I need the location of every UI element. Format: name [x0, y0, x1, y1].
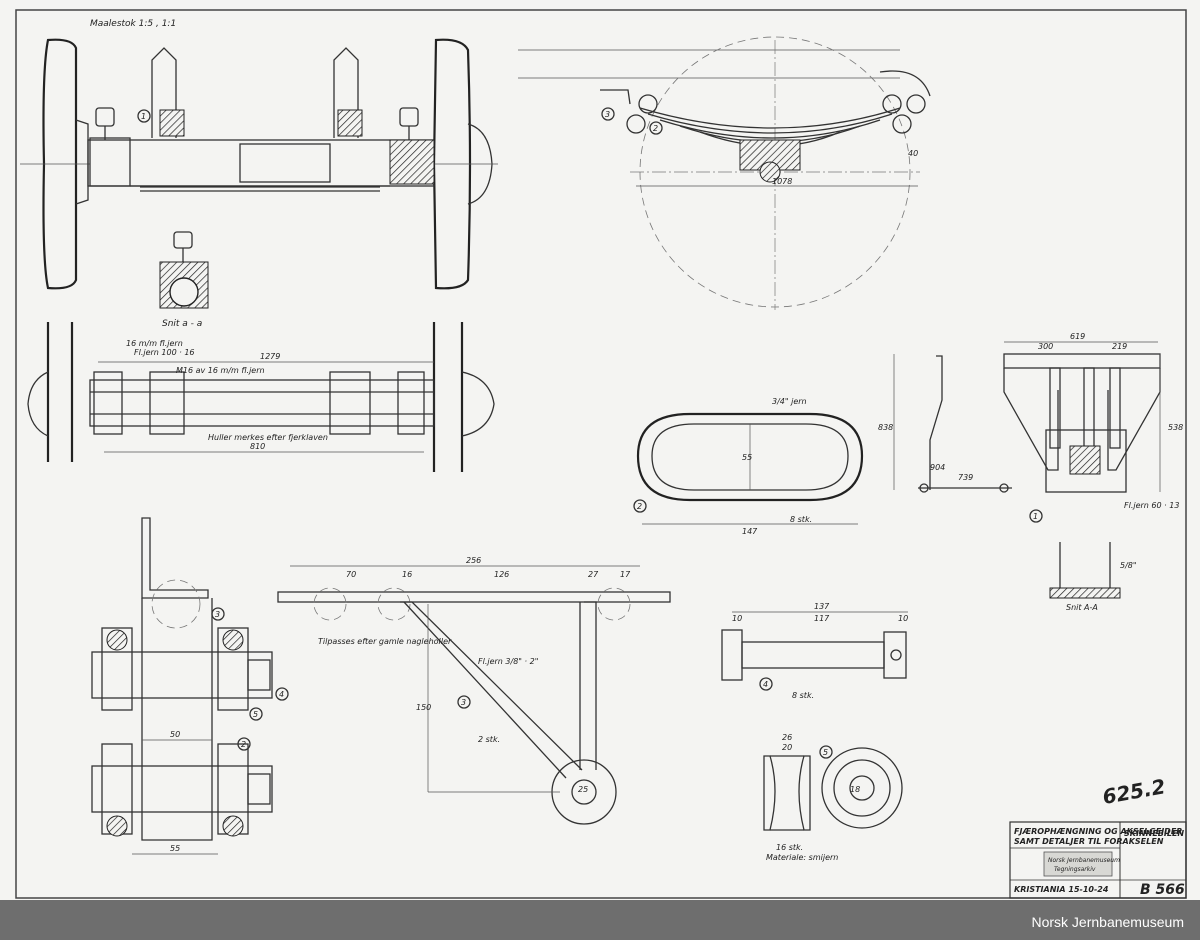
- part-mark-3b: 3: [215, 610, 220, 619]
- bracket-detail: 619 300 219 538 838 904 739 Fl.jern 60 ·…: [878, 332, 1183, 612]
- dim-147: 147: [742, 527, 758, 536]
- sheet-border: [15, 9, 1187, 899]
- section-aa-label: Snit a - a: [162, 319, 202, 329]
- note-flatiron-60: Fl.jern 60 · 13: [1124, 501, 1179, 510]
- dim-20: 20: [782, 743, 792, 752]
- dim-538: 538: [1168, 423, 1183, 432]
- stamp-line-2: Tegningsarkiv: [1054, 866, 1096, 873]
- dim-300: 300: [1038, 342, 1053, 351]
- note-qty-8: 8 stk.: [790, 515, 812, 524]
- technical-drawing: Maalestok 1:5 , 1:1 1: [15, 9, 1187, 899]
- part-mark-1b: 1: [1033, 512, 1038, 521]
- dim-17: 17: [620, 570, 631, 579]
- dim-126: 126: [494, 570, 509, 579]
- note-flatiron-bracket: Fl.jern 3/8" · 2": [478, 657, 538, 666]
- archive-number: 625.2: [1101, 774, 1167, 809]
- dim-40: 40: [908, 149, 918, 158]
- part-mark-1: 1: [141, 112, 146, 121]
- dim-150: 150: [416, 703, 431, 712]
- note-holes: Huller merkes efter fjerklaven: [208, 433, 328, 442]
- note-bolt-size: 5/8": [1120, 561, 1137, 570]
- note-bore: Tilpasses efter gamle naglehoIler: [318, 637, 452, 646]
- dim-55: 55: [742, 453, 752, 462]
- part-mark-4b: 4: [763, 680, 768, 689]
- dim-810: 810: [250, 442, 265, 451]
- stamp-line-1: Norsk Jernbanemuseum: [1048, 857, 1120, 864]
- part-mark-5a: 5: [253, 710, 258, 719]
- section-AA-label: Snit A-A: [1066, 603, 1098, 612]
- spring-side-view: 1078 40 3 2: [518, 36, 931, 310]
- note-flatiron-16: 16 m/m fl.jern: [126, 339, 183, 348]
- dim-256: 256: [466, 556, 481, 565]
- dim-619: 619: [1070, 332, 1085, 341]
- note-material: Materiale: smijern: [766, 853, 838, 862]
- title-line-1: FJÆROPHÆNGNING OG AKSELGEIDER: [1014, 827, 1182, 836]
- part-mark-2b: 2: [637, 502, 642, 511]
- dim-27: 27: [588, 570, 599, 579]
- dim-70: 70: [346, 570, 356, 579]
- oval-ring-detail: 55 147 3/4" jern 8 stk. 2: [633, 397, 864, 536]
- roller-detail: 26 20 18 5 16 stk. Materiale: smijern: [763, 733, 903, 862]
- dim-739: 739: [958, 473, 973, 482]
- section-a-a-view: Snit a - a: [159, 231, 209, 329]
- part-mark-4a: 4: [279, 690, 284, 699]
- shackle-assembly-detail: 50 55 3 4 5 2: [91, 517, 289, 855]
- title-block: FJÆROPHÆNGNING OG AKSELGEIDER SAMT DETAL…: [1009, 821, 1187, 899]
- note-qty-8b: 8 stk.: [792, 691, 814, 700]
- note-bolt: M16 av 16 m/m fl.jern: [176, 366, 265, 375]
- drawing-number: B 566: [1140, 882, 1185, 898]
- part-mark-3a: 3: [605, 110, 610, 119]
- dim-10a: 10: [732, 614, 742, 623]
- vehicle-name: SKINNEBILEN: [1124, 829, 1184, 838]
- part-mark-2c: 2: [241, 740, 246, 749]
- dim-25: 25: [578, 785, 588, 794]
- dim-117: 117: [814, 614, 830, 623]
- note-qty-16: 16 stk.: [776, 843, 803, 852]
- dim-904: 904: [930, 463, 945, 472]
- part-mark-3c: 3: [461, 698, 466, 707]
- scale-label: Maalestok 1:5 , 1:1: [90, 19, 176, 29]
- axle-plan-view: 1279 810 16 m/m fl.jern Fl.jern 100 · 16…: [27, 322, 495, 472]
- dim-10b: 10: [898, 614, 908, 623]
- dim-26: 26: [782, 733, 792, 742]
- dim-16: 16: [402, 570, 412, 579]
- footer-bar: Norsk Jernbanemuseum: [0, 900, 1200, 940]
- title-line-2: SAMT DETALJER TIL FORAKSELEN: [1014, 837, 1164, 846]
- note-qty-2: 2 stk.: [478, 735, 500, 744]
- dim-838: 838: [878, 423, 893, 432]
- dim-219: 219: [1112, 342, 1127, 351]
- note-flatiron-100: Fl.jern 100 · 16: [134, 348, 195, 357]
- dim-1279: 1279: [260, 352, 280, 361]
- dim-50: 50: [170, 730, 180, 739]
- hanger-bracket-detail: 256 70 16 126 27 17 150 25 Tilpasses eft…: [277, 556, 671, 825]
- note-iron-ring: 3/4" jern: [772, 397, 807, 406]
- axle-front-view: Maalestok 1:5 , 1:1 1: [20, 19, 498, 290]
- dim-18: 18: [850, 785, 860, 794]
- place-date: KRISTIANIA 15-10-24: [1014, 885, 1109, 894]
- dim-1078: 1078: [772, 177, 792, 186]
- dim-137: 137: [814, 602, 830, 611]
- part-mark-5b: 5: [823, 748, 828, 757]
- footer-credit: Norsk Jernbanemuseum: [1031, 914, 1184, 930]
- drawing-sheet: Maalestok 1:5 , 1:1 1: [15, 9, 1187, 899]
- part-mark-2a: 2: [653, 124, 658, 133]
- archive-stamp: [1043, 851, 1113, 877]
- dim-55b: 55: [170, 844, 180, 853]
- pin-detail: 137 117 10 10 8 stk. 4: [721, 602, 908, 700]
